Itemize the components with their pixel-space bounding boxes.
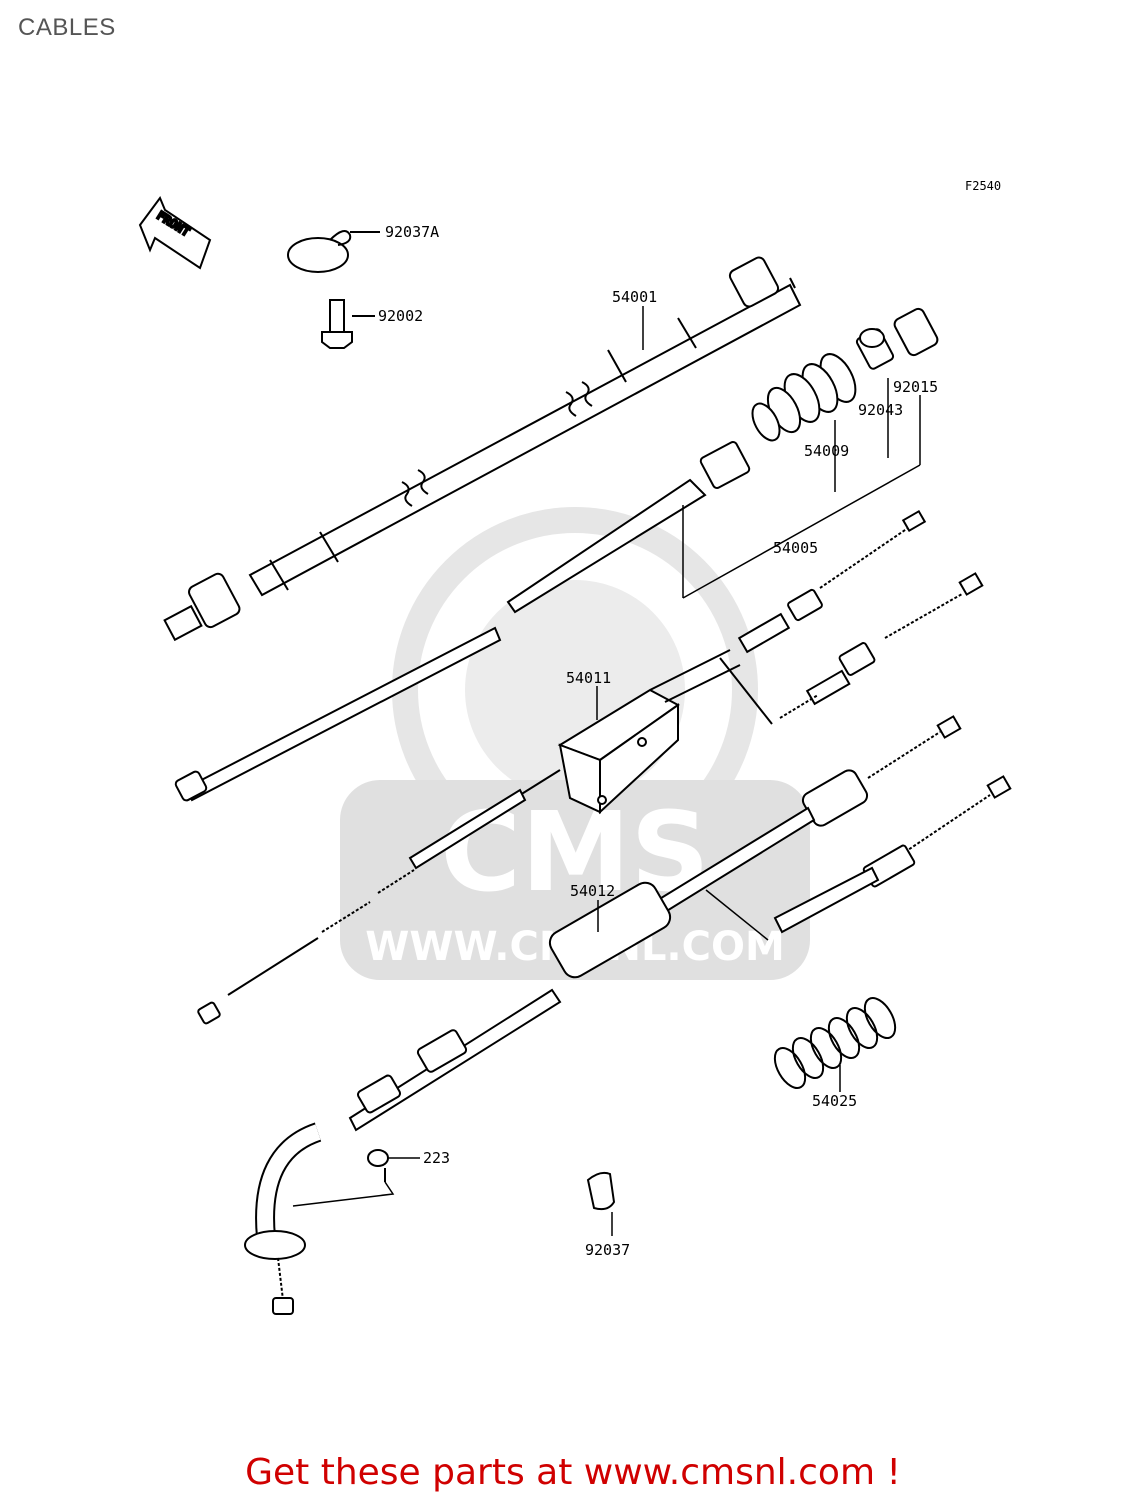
footer-link[interactable]: Get these parts at www.cmsnl.com !	[0, 1452, 1146, 1493]
callout-54001: 54001	[612, 288, 657, 306]
callout-92037: 92037	[585, 1241, 630, 1259]
callout-92015: 92015	[893, 378, 938, 396]
bracket-lines-54012	[597, 889, 769, 941]
callout-92037a: 92037A	[385, 223, 439, 241]
cable-lower-left	[197, 788, 527, 1025]
clamp-92037	[586, 1171, 616, 1236]
junction-54011	[519, 649, 741, 815]
callout-54005: 54005	[773, 539, 818, 557]
spring-54025	[773, 997, 897, 1092]
bolt-92002	[321, 299, 375, 349]
callout-223: 223	[423, 1149, 450, 1167]
cable-54005	[174, 307, 939, 802]
callout-92043: 92043	[858, 401, 903, 419]
inner-cables	[719, 509, 984, 725]
cable-54012	[244, 715, 1012, 1315]
callout-92002: 92002	[378, 307, 423, 325]
callout-54009: 54009	[804, 442, 849, 460]
cable-54001	[163, 256, 802, 642]
callout-54012: 54012	[570, 882, 615, 900]
page-title: CABLES	[18, 14, 116, 41]
callout-54011: 54011	[566, 669, 611, 687]
callout-54025: 54025	[812, 1092, 857, 1110]
bracket-lines-54005	[682, 378, 921, 599]
screw-223	[292, 1149, 420, 1207]
figure-code: F2540	[965, 179, 1001, 193]
clip-ring-92037a	[287, 230, 380, 273]
footer-link-text[interactable]: Get these parts at www.cmsnl.com !	[245, 1452, 901, 1493]
front-arrow-icon: FRONT	[138, 195, 212, 270]
